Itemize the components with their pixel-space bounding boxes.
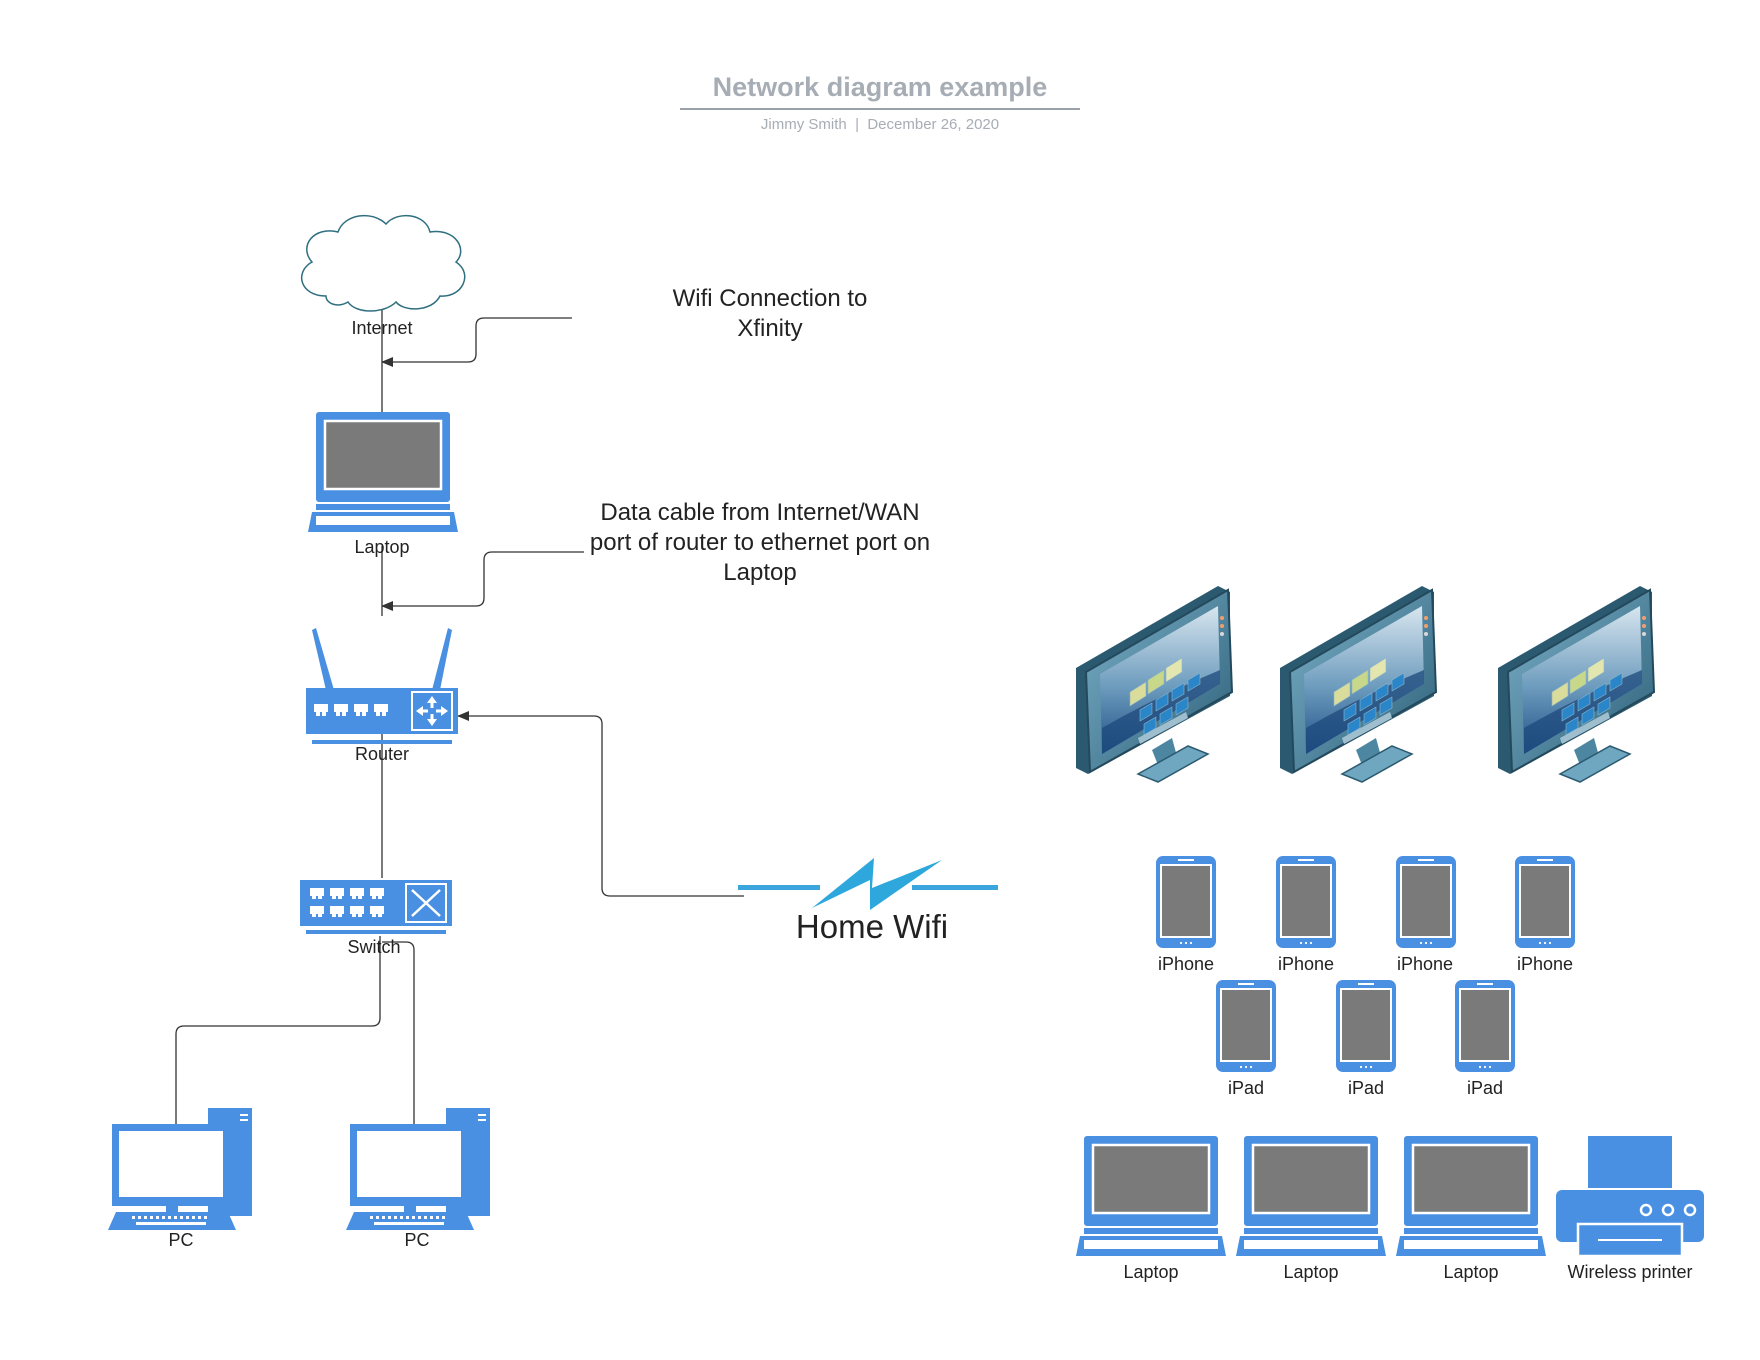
cable-annotation-arrow — [381, 551, 584, 611]
ipad-2-icon — [1335, 979, 1397, 1073]
home-wifi-label: Home Wifi — [795, 908, 949, 945]
diagram-title: Network diagram example — [712, 72, 1048, 102]
home-wifi-icon — [738, 858, 998, 910]
subtitle-separator: | — [855, 116, 859, 133]
wifi-note-line-1: Wifi Connection to — [672, 285, 868, 312]
data-cable-note: Data cable from Internet/WAN port of rou… — [560, 498, 960, 588]
wifi-annotation-arrow — [381, 317, 572, 367]
ipad-1-label: iPad — [1227, 1078, 1265, 1098]
iphone-1-icon — [1155, 855, 1217, 949]
monitor-2-icon — [1279, 585, 1437, 783]
cable-note-line-2: port of router to ethernet port on — [589, 529, 931, 556]
iphone-3-label: iPhone — [1396, 954, 1454, 974]
iphone-2-icon — [1275, 855, 1337, 949]
monitor-1-icon — [1075, 585, 1233, 783]
home-wifi-to-router-arrow — [457, 711, 744, 897]
cloud-icon — [301, 214, 466, 312]
pc-1-label: PC — [168, 1230, 194, 1250]
internet-label: Internet — [351, 318, 413, 338]
pc-1-icon — [108, 1108, 252, 1230]
ipad-3-label: iPad — [1466, 1078, 1504, 1098]
ipad-1-icon — [1215, 979, 1277, 1073]
iphone-4-icon — [1514, 855, 1576, 949]
cable-note-line-1: Data cable from Internet/WAN — [600, 499, 920, 526]
laptop-label: Laptop — [354, 537, 410, 557]
switch-label: Switch — [347, 937, 401, 957]
connection-lines — [175, 304, 415, 1136]
switch-icon — [300, 880, 452, 934]
pc-2-label: PC — [404, 1230, 430, 1250]
printer-label: Wireless printer — [1567, 1262, 1693, 1282]
monitor-3-icon — [1497, 585, 1655, 783]
author: Jimmy Smith — [760, 116, 847, 133]
laptop-right-3-label: Laptop — [1443, 1262, 1499, 1282]
diagram-subtitle: Jimmy Smith | December 26, 2020 — [680, 116, 1080, 133]
laptop-right-3-icon — [1394, 1134, 1548, 1258]
printer-icon — [1556, 1136, 1704, 1258]
laptop-icon — [306, 410, 460, 534]
laptop-right-2-label: Laptop — [1283, 1262, 1339, 1282]
router-icon — [306, 628, 458, 744]
cable-note-line-3: Laptop — [723, 559, 797, 586]
wifi-note-line-2: Xfinity — [737, 315, 803, 342]
wifi-connection-note: Wifi Connection to Xfinity — [560, 284, 980, 344]
laptop-right-1-label: Laptop — [1123, 1262, 1179, 1282]
iphone-3-icon — [1395, 855, 1457, 949]
date: December 26, 2020 — [867, 116, 1000, 133]
iphone-2-label: iPhone — [1277, 954, 1335, 974]
router-label: Router — [354, 744, 410, 764]
iphone-4-label: iPhone — [1516, 954, 1574, 974]
laptop-right-2-icon — [1234, 1134, 1388, 1258]
laptop-right-1-icon — [1074, 1134, 1228, 1258]
ipad-2-label: iPad — [1347, 1078, 1385, 1098]
title-divider — [680, 108, 1080, 110]
iphone-1-label: iPhone — [1157, 954, 1215, 974]
pc-2-icon — [346, 1108, 490, 1230]
ipad-3-icon — [1454, 979, 1516, 1073]
